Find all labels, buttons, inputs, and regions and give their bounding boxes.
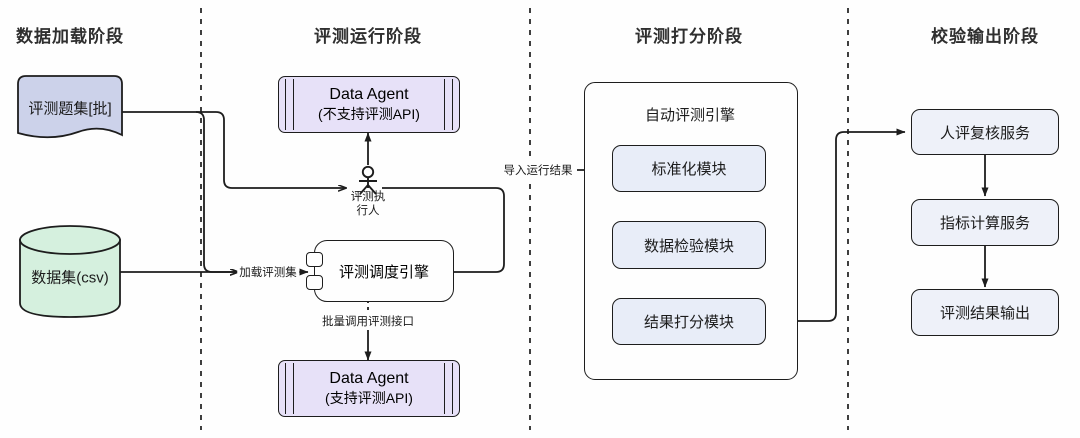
service-metric-calculation[interactable]: 指标计算服务 bbox=[911, 199, 1059, 246]
lane-title-eval-scoring: 评测打分阶段 bbox=[635, 27, 743, 46]
edge-label-load-eval-set: 加载评测集 bbox=[237, 264, 299, 280]
component-bar-left bbox=[285, 79, 294, 130]
actor-figure bbox=[359, 165, 377, 195]
auto-eval-engine-title: 自动评测引擎 bbox=[644, 107, 735, 124]
service-human-review-label: 人评复核服务 bbox=[939, 124, 1030, 142]
data-agent-no-api-subtitle: (不支持评测API) bbox=[318, 106, 420, 122]
edge-questionset-to-scheduler bbox=[195, 111, 238, 272]
data-agent-no-api-title: Data Agent bbox=[329, 86, 409, 103]
edge-questionset-to-actor bbox=[122, 111, 346, 188]
question-set-shape bbox=[17, 75, 123, 139]
component-bar-left bbox=[285, 363, 294, 414]
module-data-validate[interactable]: 数据检验模块 bbox=[612, 221, 766, 269]
data-agent-no-api[interactable]: Data Agent (不支持评测API) bbox=[278, 76, 460, 133]
actor-label: 评测执 行人 bbox=[350, 191, 386, 217]
module-data-validate-label: 数据检验模块 bbox=[643, 237, 734, 255]
module-result-scoring-label: 结果打分模块 bbox=[643, 314, 734, 331]
scheduler-port-bottom bbox=[306, 275, 323, 290]
module-result-scoring[interactable]: 结果打分模块 bbox=[612, 298, 766, 345]
edge-actor-to-scheduler-right bbox=[382, 187, 505, 273]
dataset-label: 数据集(csv) bbox=[31, 269, 109, 287]
component-bar-right bbox=[444, 363, 453, 414]
edge-score-to-human-review bbox=[766, 128, 906, 322]
data-agent-with-api[interactable]: Data Agent (支持评测API) bbox=[278, 360, 460, 417]
service-human-review[interactable]: 人评复核服务 bbox=[911, 109, 1059, 155]
edge-label-import-run-result: 导入运行结果 bbox=[501, 162, 575, 178]
lane-divider bbox=[200, 8, 849, 430]
data-agent-with-api-subtitle: (支持评测API) bbox=[325, 390, 413, 406]
eval-scheduler-engine[interactable]: 评测调度引擎 bbox=[314, 240, 454, 302]
service-result-output-label: 评测结果输出 bbox=[939, 305, 1030, 322]
lane-title-eval-run: 评测运行阶段 bbox=[314, 27, 422, 46]
eval-scheduler-engine-label: 评测调度引擎 bbox=[338, 263, 429, 281]
data-agent-with-api-title: Data Agent bbox=[329, 370, 409, 387]
lane-title-data-loading: 数据加载阶段 bbox=[16, 27, 124, 46]
module-standardize-label: 标准化模块 bbox=[651, 161, 727, 178]
service-result-output[interactable]: 评测结果输出 bbox=[911, 289, 1059, 336]
lane-title-verify-output: 校验输出阶段 bbox=[931, 27, 1039, 46]
question-set-label: 评测题集[批] bbox=[28, 100, 112, 118]
module-standardize[interactable]: 标准化模块 bbox=[612, 145, 766, 192]
service-metric-calculation-label: 指标计算服务 bbox=[939, 215, 1030, 232]
edge-label-batch-call-api: 批量调用评测接口 bbox=[320, 313, 416, 329]
dataset-cylinder bbox=[19, 225, 121, 318]
component-bar-right bbox=[444, 79, 453, 130]
scheduler-port-top bbox=[306, 252, 323, 267]
